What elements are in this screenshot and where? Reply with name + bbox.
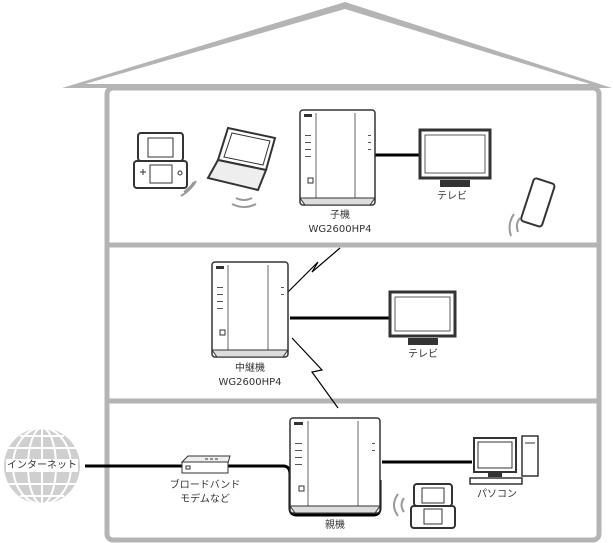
router-child [299,109,376,206]
modem-label-line2: モデムなど [180,494,230,505]
repeater-router-label: 中継機 [235,363,265,374]
repeater-router-model: WG2600HP4 [218,377,282,388]
tv-middle-label: テレビ [408,349,438,360]
tablet-icon [508,177,556,237]
wireless-child-repeater [287,247,341,293]
child-router-model: WG2600HP4 [308,224,372,235]
house-outline [62,2,612,543]
router-parent [289,417,381,514]
child-router-label: 子機 [330,210,350,221]
tv-top-label: テレビ [437,191,467,202]
internet-label: インターネット [6,459,78,472]
modem-label-line1: ブロードバンド [169,480,241,491]
modem-icon [180,455,231,474]
game-console-icon-top [133,132,197,197]
wireless-repeater-parent [291,337,339,409]
pc-label: パソコン [477,489,517,500]
pc-icon [469,435,539,485]
parent-router-label: 親機 [325,520,345,531]
tv-icon-middle [388,290,457,345]
game-console-icon-bottom [393,483,456,529]
router-repeater [211,261,289,358]
wireless-links [287,247,341,409]
laptop-icon [206,126,277,208]
tv-icon-top [418,128,492,187]
